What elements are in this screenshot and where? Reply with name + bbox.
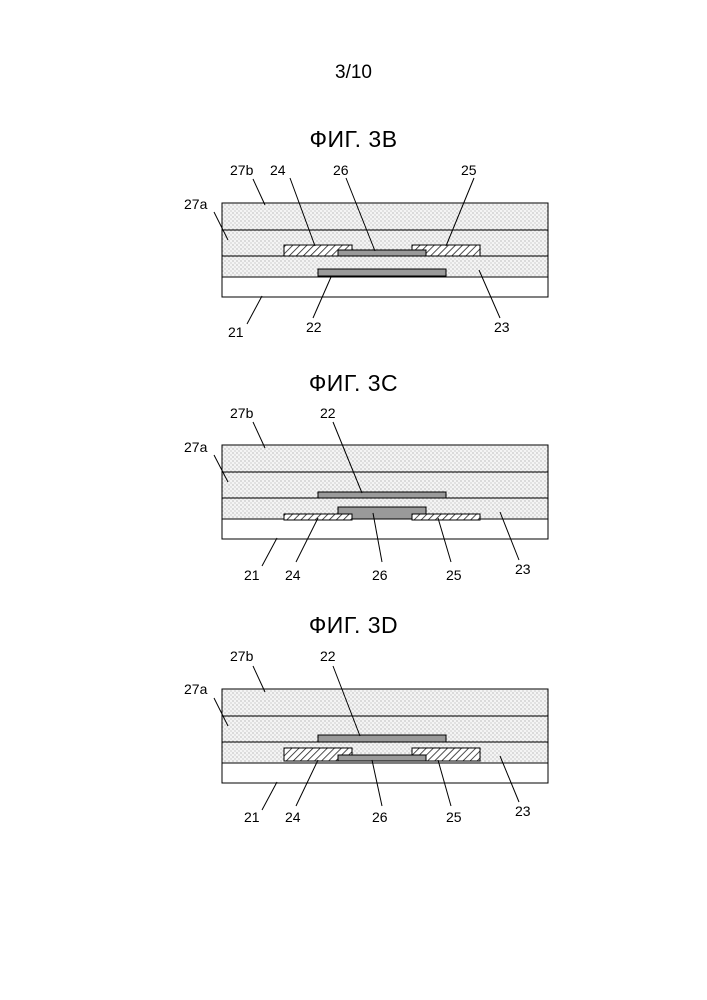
semiconductor-26	[338, 755, 426, 761]
label-27b: 27b	[230, 162, 254, 178]
label-24: 24	[270, 162, 286, 178]
label-27a: 27a	[184, 439, 208, 455]
label-24: 24	[285, 567, 301, 583]
label-27b: 27b	[230, 648, 254, 664]
layer-27b	[222, 203, 548, 230]
figure-3c: 27b 27a 22 21 24 26 25 23	[184, 405, 548, 583]
gate-electrode-22	[318, 492, 446, 498]
figure-3b: 27b 27a 24 26 25 21 22 23	[184, 162, 548, 340]
gate-electrode-22	[318, 735, 446, 742]
label-27b: 27b	[230, 405, 254, 421]
label-21: 21	[244, 809, 260, 825]
gate-electrode-22	[318, 269, 446, 276]
layer-27b	[222, 445, 548, 472]
label-22: 22	[320, 648, 336, 664]
label-23: 23	[494, 319, 510, 335]
label-25: 25	[461, 162, 477, 178]
label-26: 26	[372, 567, 388, 583]
label-22: 22	[306, 319, 322, 335]
label-27a: 27a	[184, 681, 208, 697]
label-27a: 27a	[184, 196, 208, 212]
label-24: 24	[285, 809, 301, 825]
label-23: 23	[515, 561, 531, 577]
label-22: 22	[320, 405, 336, 421]
substrate-21	[222, 763, 548, 783]
label-25: 25	[446, 567, 462, 583]
label-23: 23	[515, 803, 531, 819]
drain-electrode-25	[412, 514, 480, 520]
label-21: 21	[228, 324, 244, 340]
semiconductor-26	[338, 250, 426, 256]
label-25: 25	[446, 809, 462, 825]
substrate-21	[222, 519, 548, 539]
substrate-21	[222, 277, 548, 297]
label-26: 26	[372, 809, 388, 825]
label-21: 21	[244, 567, 260, 583]
layer-27b	[222, 689, 548, 716]
label-26: 26	[333, 162, 349, 178]
figure-3d: 27b 27a 22 21 24 26 25 23	[184, 648, 548, 825]
